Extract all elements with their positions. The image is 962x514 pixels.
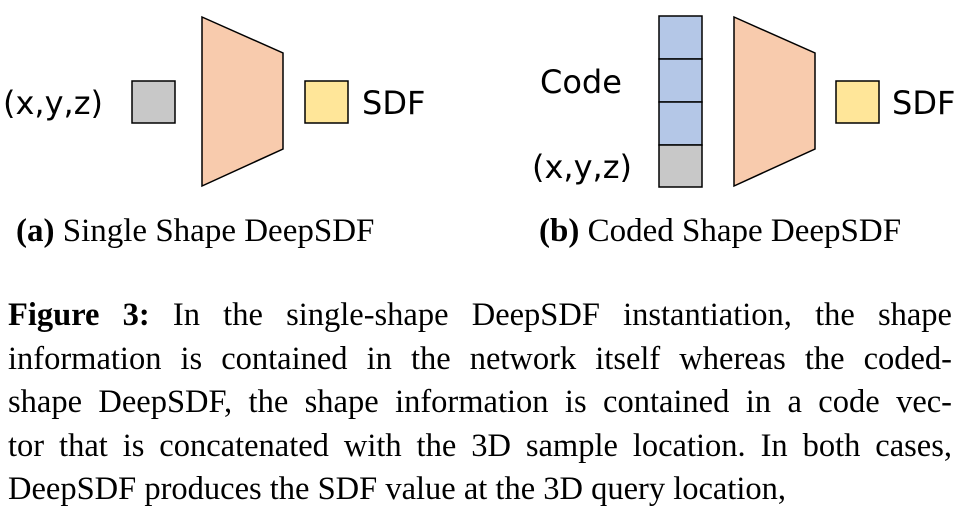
subcaption-a: (a) Single Shape DeepSDF (16, 206, 374, 256)
coded-shape-diagram: Code (x,y,z) SDF (532, 15, 955, 188)
deepsdf-figure: (x,y,z) SDF Code (x,y,z) SDF (3, 15, 955, 188)
subcaption-b-text: Coded Shape DeepSDF (579, 213, 902, 249)
input-box-a (131, 80, 176, 124)
single-shape-diagram: (x,y,z) SDF (3, 15, 425, 188)
network-trapezoid-a (201, 15, 284, 188)
network-trapezoid-b (733, 15, 816, 188)
caption-label: Figure 3: (8, 297, 150, 333)
caption-line: shape DeepSDF, the shape information is … (8, 384, 952, 420)
caption-line: tor that is concatenated with the 3D sam… (8, 427, 952, 464)
code-cell (658, 101, 703, 146)
caption-line-text: In the single-shape DeepSDF instantiatio… (149, 297, 952, 333)
code-cell (658, 15, 703, 60)
subcaption-a-tag: (a) (16, 213, 55, 249)
subcaption-b: (b) Coded Shape DeepSDF (539, 206, 901, 256)
caption-line: Figure 3: In the single-shape DeepSDF in… (8, 294, 952, 338)
caption-line: DeepSDF produces the SDF value at the 3D… (8, 471, 787, 507)
input-label-a: (x,y,z) (3, 84, 103, 122)
input-box-b (658, 144, 703, 188)
output-box-b (835, 80, 880, 124)
figure-caption: Figure 3: In the single-shape DeepSDF in… (8, 294, 952, 512)
caption-line: information is contained in the network … (8, 340, 952, 377)
output-label-b: SDF (892, 84, 955, 122)
subcaption-b-tag: (b) (539, 213, 580, 249)
subcaption-a-text: Single Shape DeepSDF (54, 213, 375, 249)
output-label-a: SDF (362, 84, 425, 122)
code-label: Code (540, 63, 622, 101)
output-box-a (304, 80, 349, 124)
code-cell (658, 58, 703, 103)
input-label-b: (x,y,z) (532, 148, 632, 186)
